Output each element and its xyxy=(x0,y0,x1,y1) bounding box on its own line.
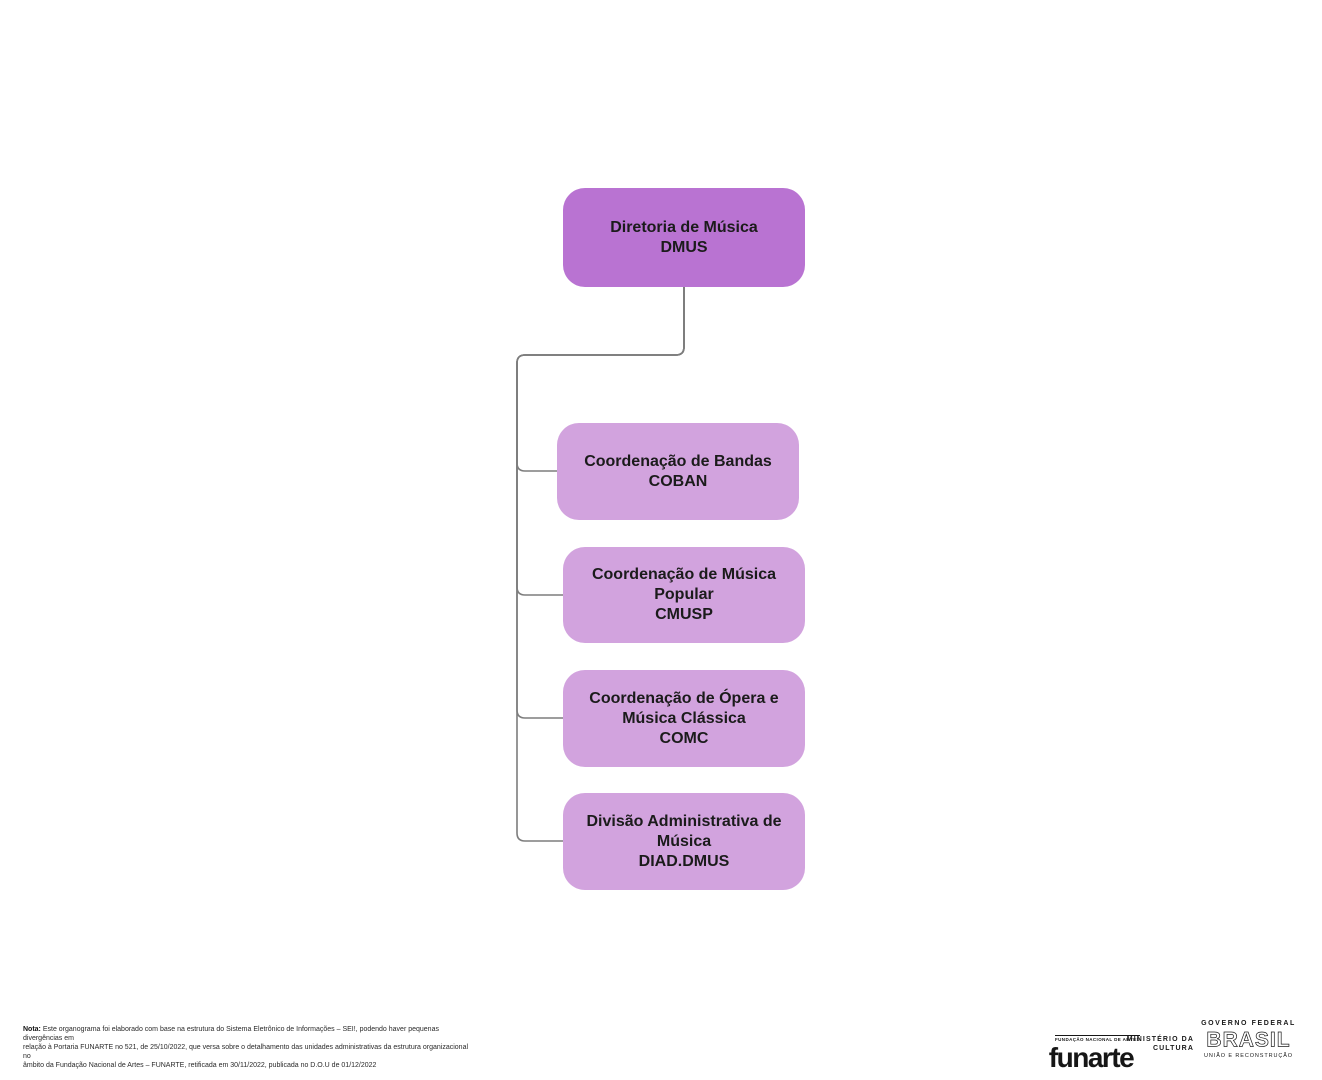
brasil-wordmark-text: BRASIL xyxy=(1206,1029,1290,1052)
org-node-diad: Divisão Administrativa de Música DIAD.DM… xyxy=(563,793,805,890)
footer-note-line: relação à Portaria FUNARTE no 521, de 25… xyxy=(23,1044,469,1060)
node-acronym: CMUSP xyxy=(655,606,713,623)
funarte-logo-wordmark: funarte xyxy=(1048,1042,1135,1073)
funarte-logo-tagline: FUNDAÇÃO NACIONAL DE ARTES xyxy=(1055,1035,1140,1042)
node-title: Divisão Administrativa de Música xyxy=(586,812,782,850)
org-node-coban: Coordenação de Bandas COBAN xyxy=(557,423,799,520)
node-title: Diretoria de Música xyxy=(610,218,758,236)
uniao-reconstrucao-label: UNIÃO E RECONSTRUÇÃO xyxy=(1204,1053,1293,1059)
org-node-dmus: Diretoria de Música DMUS xyxy=(563,188,805,287)
node-acronym: COMC xyxy=(659,729,709,747)
node-acronym: DMUS xyxy=(660,238,708,256)
footer-note-label: Nota: xyxy=(23,1026,41,1033)
node-acronym: COBAN xyxy=(648,472,708,490)
governo-federal-brasil-logo: GOVERNO FEDERAL BRASIL UNIÃO E RECONSTRU… xyxy=(1200,1020,1297,1059)
governo-federal-label: GOVERNO FEDERAL xyxy=(1201,1020,1296,1027)
ministerio-cultura-logo: MINISTÉRIO DA CULTURA xyxy=(1120,1035,1194,1053)
brasil-wordmark: BRASIL xyxy=(1206,1028,1290,1052)
node-title: Coordenação de Ópera e Música Clássica xyxy=(589,689,779,727)
node-acronym: DIAD.DMUS xyxy=(638,852,730,870)
footer-note-line: Nota: Este organograma foi elaborado com… xyxy=(23,1026,439,1042)
funarte-logo: FUNDAÇÃO NACIONAL DE ARTES funarte xyxy=(1045,1028,1140,1073)
ministerio-line2: CULTURA xyxy=(1152,1045,1194,1052)
node-title: Coordenação de Música Popular xyxy=(591,566,777,603)
org-node-cmusp: Coordenação de Música Popular CMUSP xyxy=(563,547,805,643)
footer-note-line: âmbito da Fundação Nacional de Artes – F… xyxy=(23,1062,377,1069)
node-title: Coordenação de Bandas xyxy=(584,452,772,470)
footer-note: Nota: Este organograma foi elaborado com… xyxy=(23,1025,475,1070)
connector-root-diad xyxy=(516,287,685,842)
ministerio-line1: MINISTÉRIO DA xyxy=(1126,1036,1194,1043)
org-node-comc: Coordenação de Ópera e Música Clássica C… xyxy=(563,670,805,767)
